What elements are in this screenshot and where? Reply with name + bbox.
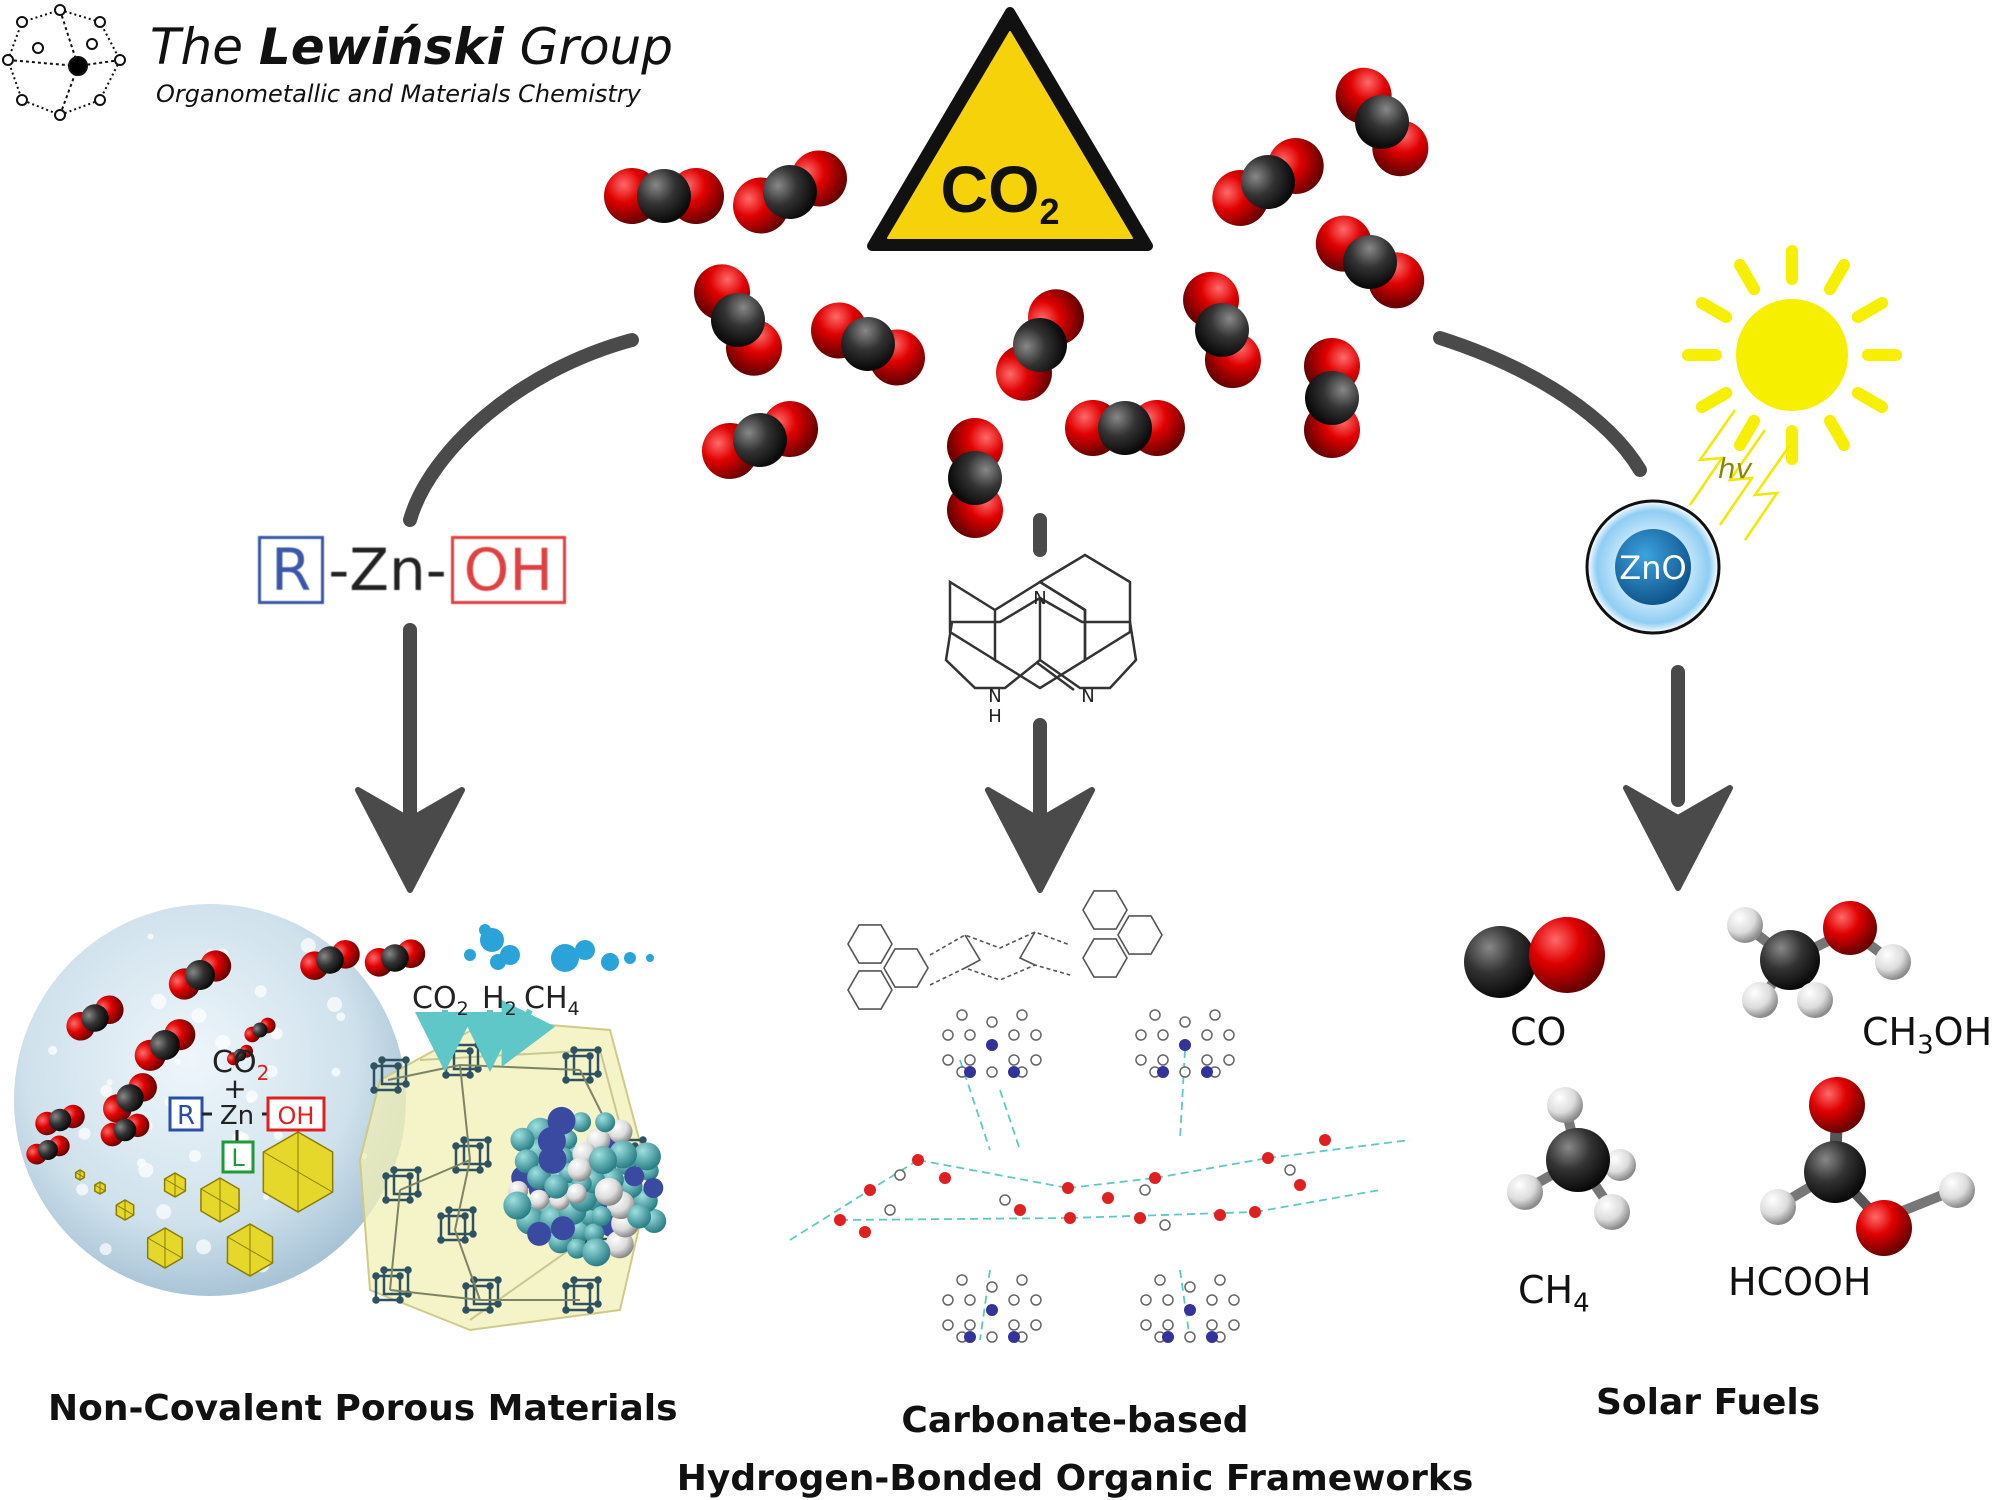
cubane-clusters bbox=[370, 1041, 647, 1314]
co2-molecule-cloud bbox=[604, 67, 1429, 538]
inset-co2-molecule bbox=[66, 995, 124, 1041]
hbof-amine-unit bbox=[942, 1009, 1042, 1078]
inset-rzn-oh: R Zn OH L bbox=[168, 1096, 326, 1174]
co2-molecule bbox=[732, 150, 848, 234]
yellow-polyhedra bbox=[74, 1131, 334, 1277]
inset-co2-molecule bbox=[300, 940, 360, 980]
inset-co2-molecule bbox=[26, 1135, 70, 1165]
gas-label-co2: CO2 bbox=[412, 981, 469, 1020]
methanol-molecule bbox=[1727, 901, 1911, 1018]
hbof-amine-unit bbox=[1135, 1009, 1235, 1078]
caption-left: Non-Covalent Porous Materials bbox=[48, 1388, 678, 1429]
co2-molecule bbox=[604, 168, 724, 224]
amine-n-top: N bbox=[1033, 588, 1046, 609]
inset-co2-molecule bbox=[103, 1073, 157, 1123]
arrowheads bbox=[355, 785, 1733, 893]
product-label-methane: CH4 bbox=[1518, 1268, 1590, 1319]
inset-oh: OH bbox=[278, 1102, 315, 1130]
porous-materials-inset bbox=[14, 904, 667, 1332]
gas-droplets bbox=[464, 924, 654, 972]
inset-l: L bbox=[231, 1144, 245, 1172]
product-label-methanol: CH3OH bbox=[1862, 1010, 1993, 1061]
formic-acid-molecule bbox=[1760, 1077, 1975, 1256]
cubane-cluster bbox=[382, 1166, 422, 1204]
co2-molecule bbox=[810, 302, 926, 386]
inset-co2-molecule bbox=[168, 950, 232, 1000]
zno-label: ZnO bbox=[1619, 549, 1686, 587]
left-curved-arrow bbox=[403, 333, 639, 527]
gas-label-h2: H2 bbox=[482, 981, 517, 1020]
inset-co2-molecule bbox=[364, 939, 426, 977]
caption-middle-line2: Hydrogen-Bonded Organic Frameworks bbox=[676, 1458, 1474, 1499]
co2-molecule bbox=[1183, 271, 1261, 389]
methane-molecule bbox=[1507, 1087, 1636, 1230]
hbof-amine-unit bbox=[942, 1274, 1042, 1343]
reagent-oh-box: OH bbox=[450, 536, 566, 604]
product-label-formic-acid: HCOOH bbox=[1728, 1260, 1872, 1304]
carbonate-dimer-structure bbox=[847, 890, 1163, 1010]
inset-plus: + bbox=[223, 1072, 246, 1105]
hv-label: hv bbox=[1718, 452, 1753, 485]
cubane-cluster bbox=[437, 1206, 477, 1244]
inset-co2-molecules bbox=[26, 939, 426, 1165]
co2-molecule bbox=[701, 401, 819, 479]
caption-middle-line1: Carbonate-based bbox=[901, 1400, 1249, 1441]
guest-space-fill-model bbox=[503, 1106, 667, 1267]
inset-co2-label: CO2 bbox=[212, 1045, 269, 1085]
inset-zn: Zn bbox=[220, 1101, 254, 1131]
warning-triangle-icon: CO2 bbox=[867, 7, 1153, 251]
co2-molecule bbox=[1335, 67, 1429, 177]
inset-co2-molecule bbox=[134, 1019, 196, 1071]
co2-molecule bbox=[1212, 138, 1324, 226]
reagent-r-box: R bbox=[258, 536, 325, 604]
hbof-amine-unit bbox=[1140, 1274, 1240, 1343]
cubane-cluster bbox=[372, 1266, 412, 1304]
amine-h: H bbox=[988, 706, 1002, 727]
co2-molecule bbox=[1304, 338, 1360, 458]
product-label-co: CO bbox=[1510, 1010, 1567, 1054]
bicyclic-guanidine-structure bbox=[948, 553, 1132, 690]
inset-r: R bbox=[177, 1101, 195, 1131]
right-arrowhead bbox=[1623, 785, 1733, 891]
co2-molecule bbox=[996, 289, 1084, 401]
sun-icon bbox=[1682, 245, 1902, 465]
hbof-network bbox=[789, 1009, 1411, 1343]
cubane-cluster bbox=[562, 1046, 602, 1084]
gas-label-ch4: CH4 bbox=[524, 981, 580, 1020]
zinc-reagent-formula: R -Zn- OH bbox=[258, 536, 566, 604]
right-curved-arrow bbox=[1433, 331, 1647, 477]
cubane-cluster bbox=[562, 1276, 602, 1314]
inset-co2-molecule bbox=[35, 1104, 85, 1136]
left-arrowhead bbox=[355, 787, 465, 893]
zno-particle: ZnO bbox=[1585, 499, 1721, 635]
arrows bbox=[403, 331, 1685, 837]
co-molecule bbox=[1464, 917, 1605, 998]
amine-n-right: N bbox=[1081, 686, 1094, 707]
inset-co2-molecule bbox=[227, 1044, 253, 1066]
inset-co2-molecule bbox=[100, 1113, 150, 1147]
caption-right: Solar Fuels bbox=[1596, 1382, 1821, 1423]
amine-nh: N bbox=[988, 686, 1001, 707]
co2-molecule bbox=[947, 418, 1003, 538]
co2-molecule bbox=[694, 264, 782, 376]
reagent-zn: -Zn- bbox=[328, 536, 447, 604]
hazard-label: CO2 bbox=[940, 152, 1059, 232]
middle-arrowhead bbox=[985, 787, 1095, 893]
logo-subtitle: Organometallic and Materials Chemistry bbox=[156, 80, 641, 108]
logo-title: The Lewiński Group bbox=[150, 18, 673, 76]
guanidine-skeleton bbox=[944, 596, 1138, 692]
co2-molecule bbox=[1065, 400, 1185, 456]
cluster-network-icon bbox=[2, 4, 126, 121]
inset-co2-molecule bbox=[244, 1017, 276, 1043]
gas-flow-arrows bbox=[415, 999, 556, 1072]
light-bolts-icon bbox=[1688, 409, 1792, 541]
co2-molecule bbox=[1315, 215, 1425, 309]
hazard-label-sub: 2 bbox=[1039, 191, 1059, 232]
